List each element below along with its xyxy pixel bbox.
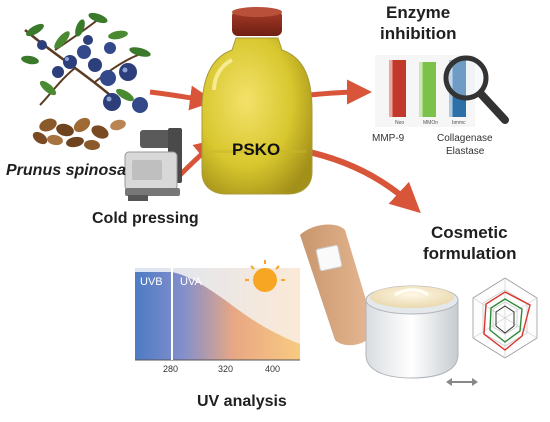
radar-chart <box>472 277 538 359</box>
cream-jar-illustration <box>365 285 459 379</box>
label-cosmetic: Cosmetic <box>431 223 508 242</box>
label-elastase: Elastase <box>446 146 485 157</box>
arrow-oil-to-enzyme <box>309 79 372 105</box>
label-psko: PSKO <box>232 140 281 159</box>
kernels-illustration <box>32 117 126 151</box>
enzyme-tick-2: MMOn <box>423 120 438 126</box>
uv-tick-280: 280 <box>163 364 179 374</box>
bar-collagenase <box>422 62 436 117</box>
label-mmp9: MMP-9 <box>372 133 405 144</box>
label-cold-pressing: Cold pressing <box>92 210 199 227</box>
double-arrow-icon <box>446 378 478 386</box>
magnifier-icon <box>443 55 509 124</box>
bar-mmp9 <box>392 60 406 117</box>
label-enzyme: Enzyme <box>386 3 451 22</box>
uv-tick-320: 320 <box>218 364 234 374</box>
prunus-branch-illustration <box>21 12 151 113</box>
psko-bottle-illustration <box>201 7 313 195</box>
arrow-oil-to-cosmetic <box>299 147 421 214</box>
label-collagenase: Collagenase <box>437 133 493 144</box>
label-uv-analysis: UV analysis <box>197 393 287 410</box>
label-inhibition: inhibition <box>380 24 457 43</box>
enzyme-tick-1: Neo <box>395 120 404 126</box>
bar-elastase <box>452 60 466 117</box>
arm-patch-illustration <box>300 224 375 346</box>
uv-tick-400: 400 <box>265 364 281 374</box>
uv-chart <box>135 260 300 361</box>
enzyme-tick-3: bmmc <box>452 120 466 126</box>
label-uvb: UVB <box>140 276 163 288</box>
label-uva: UVA <box>180 276 202 288</box>
arrow-berries-to-oil <box>149 85 215 111</box>
enzyme-chart: Neo MMOn bmmc <box>375 55 475 127</box>
sun-icon <box>253 268 277 292</box>
label-formulation: formulation <box>423 244 517 263</box>
cold-press-machine-illustration <box>124 128 182 201</box>
label-prunus-spinosa: Prunus spinosa <box>6 162 127 179</box>
